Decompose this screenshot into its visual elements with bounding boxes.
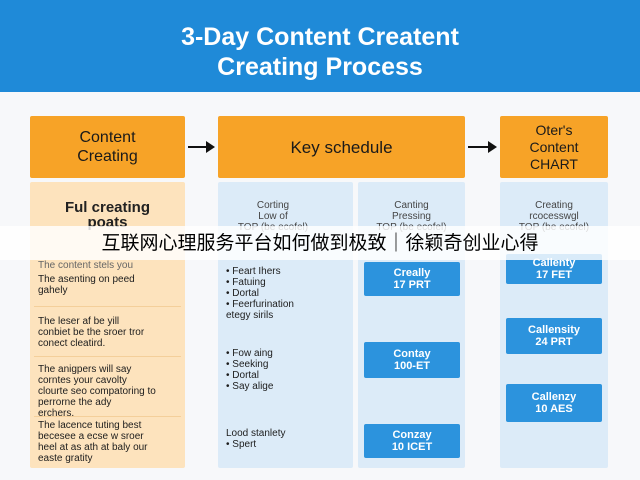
- list-item: Lood stanlety: [226, 428, 286, 439]
- col3-metric-box-1: Creally 17 PRT: [364, 262, 460, 296]
- col4-metric-box-3: Callenzy 10 AES: [506, 384, 602, 422]
- metric-text: Creally: [393, 267, 431, 279]
- header-text: rcocesswgl: [529, 211, 579, 222]
- caption-text: 互联网心理服务平台如何做到极致｜徐颖奇创业心得: [101, 233, 539, 254]
- col1-cell-2: The leser af be yill conbiet be the sroe…: [38, 316, 144, 349]
- list-item: • Dortal: [226, 288, 259, 299]
- step-box-key-schedule: Key schedule: [218, 116, 465, 178]
- cell-text: perrorne the ady: [38, 397, 112, 408]
- step-box-oters-content: Oter's Content CHART: [500, 116, 608, 178]
- cell-text: heel at as ath at baly our: [38, 442, 148, 453]
- header-bar: 3-Day Content Creatent Creating Process: [0, 0, 640, 92]
- cell-text: The asenting on peed: [38, 274, 135, 285]
- col1-subheading: The content stels you: [38, 260, 134, 271]
- header-text: Creating: [535, 200, 573, 211]
- cell-text: erchers.: [38, 408, 75, 419]
- step-box-1-line-1: Content: [79, 129, 136, 146]
- cell-text: The leser af be yill: [38, 316, 120, 327]
- cell-text: becesee a ecse w sroer: [38, 431, 144, 442]
- list-item: • Say alige: [226, 381, 274, 392]
- header-text: Corting: [256, 200, 290, 211]
- divider: [34, 356, 181, 357]
- metric-text: Conzay: [392, 429, 432, 441]
- cell-text: corntes your cavolty: [38, 375, 127, 386]
- col1-heading-line-1: Ful creating: [64, 199, 150, 216]
- list-item: • Fow aing: [226, 348, 273, 359]
- list-item: • Fatuing: [226, 277, 266, 288]
- cell-text: easte gratity: [38, 453, 93, 464]
- step-box-content-creating: Content Creating: [30, 116, 185, 178]
- cell-text: conbiet be the sroer tror: [38, 327, 145, 338]
- cell-text: conect cleatird.: [38, 338, 106, 349]
- list-item: • Seeking: [226, 359, 269, 370]
- cell-text: The anigpers will say: [38, 364, 132, 375]
- metric-text: 17 PRT: [393, 279, 431, 291]
- metric-text: Contay: [393, 348, 431, 360]
- cell-text: clourte seo compatoring to: [38, 386, 156, 397]
- step-box-3-line-1: Oter's: [535, 121, 573, 138]
- metric-text: 24 PRT: [535, 336, 573, 348]
- list-item: • Feart Ihers: [226, 266, 281, 277]
- header-text: Low of: [258, 211, 288, 222]
- col1-cell-3: The anigpers will say corntes your cavol…: [38, 364, 156, 419]
- cell-text: The lacence tuting best: [38, 420, 142, 431]
- header-text: Canting: [394, 200, 429, 211]
- col4-metric-box-2: Callensity 24 PRT: [506, 318, 602, 354]
- title-line-2: Creating Process: [217, 53, 423, 81]
- col3-metric-box-3: Conzay 10 ICET: [364, 424, 460, 458]
- step-box-3-line-2: Content: [529, 138, 579, 155]
- divider: [34, 306, 181, 307]
- arrow-right-icon: [188, 141, 215, 153]
- caption-banner: 互联网心理服务平台如何做到极致｜徐颖奇创业心得: [0, 226, 640, 260]
- page-title: 3-Day Content Creatent Creating Process: [0, 22, 640, 82]
- col1-cell-4: The lacence tuting best becesee a ecse w…: [38, 420, 148, 464]
- title-line-1: 3-Day Content Creatent: [181, 23, 459, 51]
- metric-text: 10 AES: [535, 403, 573, 415]
- arrow-right-icon: [468, 141, 497, 153]
- metric-text: Callensity: [528, 324, 580, 336]
- col2-list-1: • Feart Ihers • Fatuing • Dortal • Feerf…: [226, 266, 294, 321]
- metric-text: Callenty: [532, 257, 576, 269]
- list-item: etegy sirils: [226, 310, 274, 321]
- list-item: • Feerfurination: [226, 299, 294, 310]
- col2-list-3: Lood stanlety • Spert: [226, 428, 286, 450]
- step-box-1-line-2: Creating: [77, 148, 138, 165]
- metric-text: 17 FET: [535, 269, 573, 281]
- header-text: Pressing: [392, 211, 431, 222]
- metric-text: 10 ICET: [391, 441, 433, 453]
- list-item: • Spert: [226, 439, 257, 450]
- col2-list-2: • Fow aing • Seeking • Dortal • Say alig…: [226, 348, 273, 392]
- metric-text: Callenzy: [531, 391, 577, 403]
- divider: [34, 416, 181, 417]
- cell-text: gahely: [38, 285, 68, 296]
- step-box-3-line-3: CHART: [530, 155, 578, 172]
- metric-text: 100-ET: [393, 360, 431, 372]
- step-box-2-line-1: Key schedule: [290, 137, 393, 157]
- col1-cell-1: The asenting on peed gahely: [38, 274, 135, 296]
- list-item: • Dortal: [226, 370, 259, 381]
- col3-metric-box-2: Contay 100-ET: [364, 342, 460, 378]
